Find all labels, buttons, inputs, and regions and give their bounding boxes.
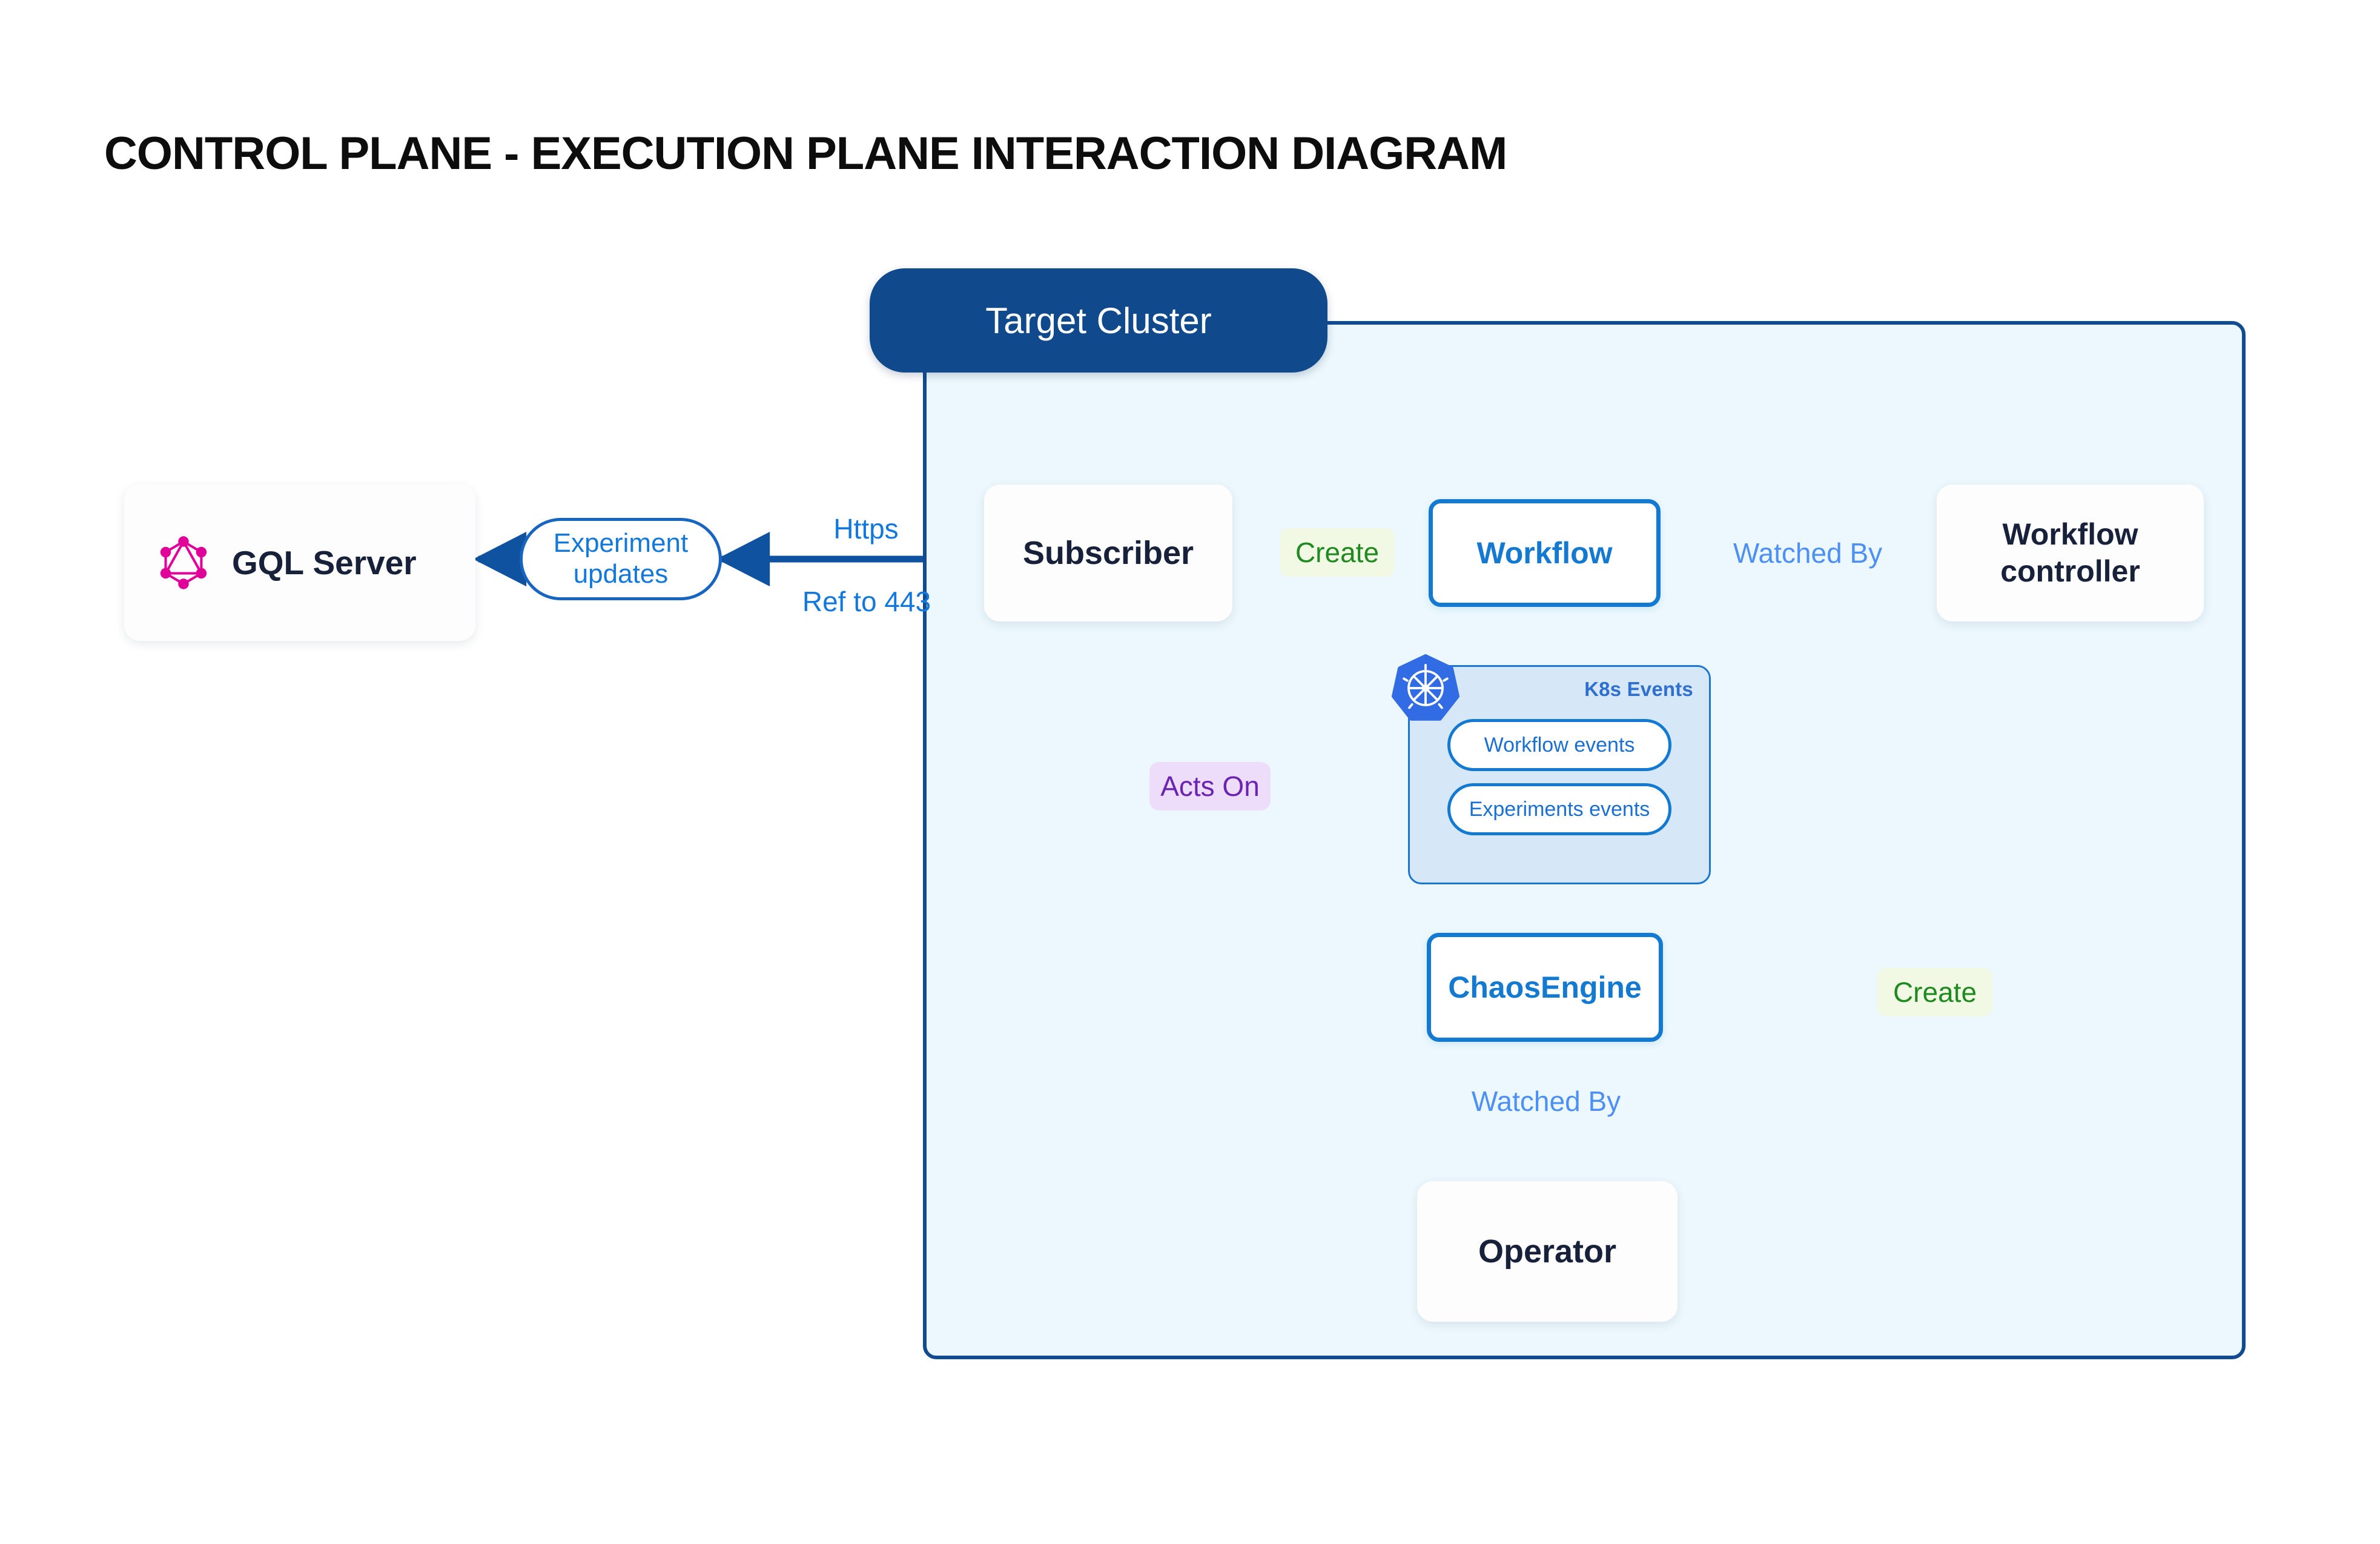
edge-label-acts-on: Acts On — [1149, 762, 1271, 810]
node-workflow-controller[interactable]: Workflow controller — [1937, 485, 2204, 621]
edge-label-ref-to-443: Ref to 443 — [802, 585, 931, 617]
node-gql-server[interactable]: GQL Server — [124, 485, 475, 641]
node-workflow[interactable]: Workflow — [1429, 499, 1661, 607]
edge-label-experiment-updates: Experiment updates — [520, 518, 722, 600]
target-cluster-title: Target Cluster — [870, 268, 1327, 373]
edge-label-watched-by-operator: Watched By — [1471, 1085, 1621, 1117]
node-operator[interactable]: Operator — [1417, 1181, 1678, 1322]
edge-label-create-workflow: Create — [1280, 528, 1395, 577]
node-subscriber[interactable]: Subscriber — [984, 485, 1232, 621]
k8s-chip-workflow-events[interactable]: Workflow events — [1447, 719, 1671, 771]
edge-label-watched-by-controller: Watched By — [1733, 537, 1883, 569]
edge-label-create-chaosengine: Create — [1877, 968, 1992, 1016]
k8s-chip-experiments-events[interactable]: Experiments events — [1447, 783, 1671, 835]
node-workflow-controller-line2: controller — [2000, 554, 2140, 588]
k8s-events-panel: K8s Events Workflow events Experiments e… — [1408, 665, 1711, 884]
k8s-events-panel-title: K8s Events — [1584, 678, 1693, 700]
node-chaosengine[interactable]: ChaosEngine — [1427, 933, 1663, 1042]
graphql-icon — [156, 535, 211, 591]
node-gql-server-label: GQL Server — [232, 544, 417, 581]
node-workflow-controller-line1: Workflow — [2002, 517, 2138, 551]
page-title: CONTROL PLANE - EXECUTION PLANE INTERACT… — [104, 128, 1507, 179]
kubernetes-icon — [1392, 654, 1459, 722]
edge-label-https: Https — [833, 512, 899, 545]
